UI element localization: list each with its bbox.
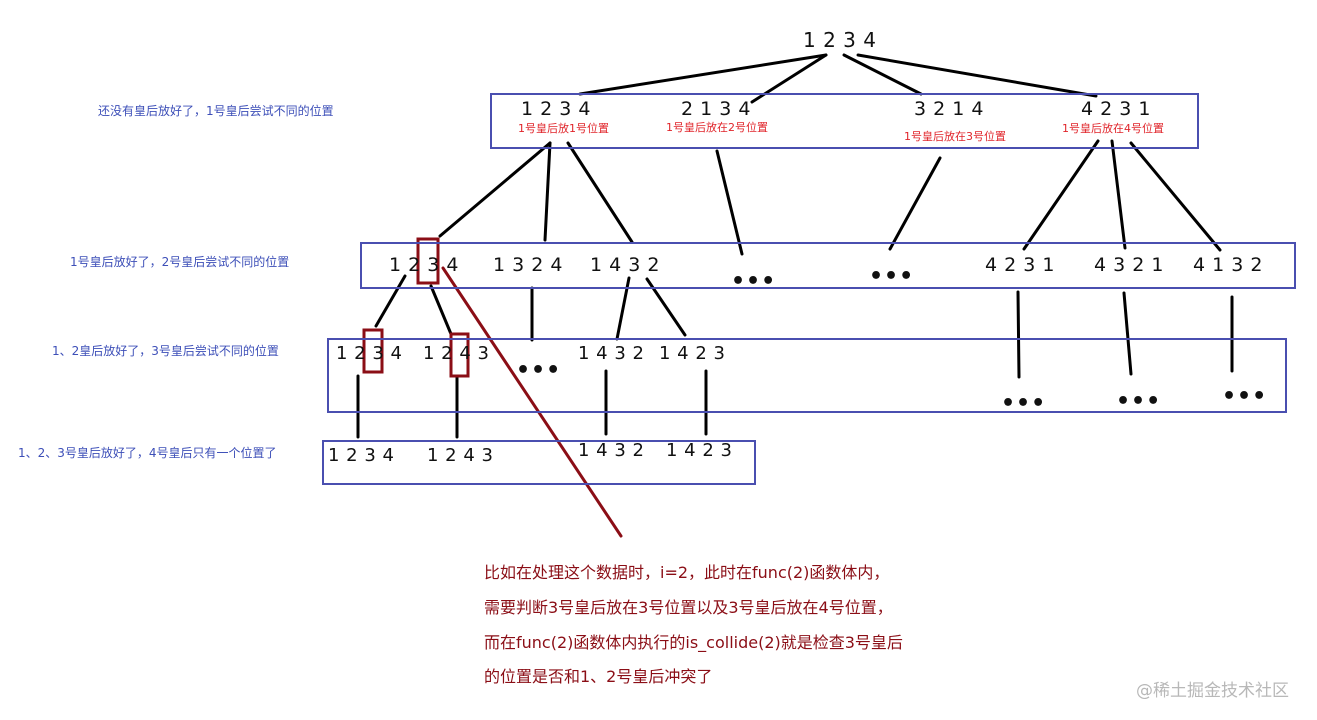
annotation-pointer-line <box>441 266 623 538</box>
highlight-box-level2-digit <box>416 237 440 285</box>
level1-note-3: 1号皇后放在3号位置 <box>904 130 1006 143</box>
edge-root-l1-3 <box>842 53 923 96</box>
level3-ellipsis-4: ••• <box>1222 384 1268 409</box>
level1-box <box>490 93 1199 149</box>
edge-l1d-l2e <box>1110 139 1127 250</box>
edge-l1d-l2d <box>1022 139 1100 251</box>
level3-node-1: 1 2 3 4 <box>336 343 403 364</box>
level4-box <box>322 440 756 485</box>
row-label-level2: 1号皇后放好了，2号皇后尝试不同的位置 <box>70 255 290 269</box>
level3-node-2: 1 2 4 3 <box>423 343 490 364</box>
annotation-line-2: 需要判断3号皇后放在3号位置以及3号皇后放在4号位置， <box>484 598 893 617</box>
level3-node-4: 1 4 2 3 <box>659 343 726 364</box>
row-label-level4: 1、2、3号皇后放好了，4号皇后只有一个位置了 <box>18 446 277 460</box>
level2-box <box>360 242 1296 289</box>
level2-ellipsis-1: ••• <box>731 269 777 294</box>
level2-ellipsis-2: ••• <box>869 264 915 289</box>
edge-root-l1-1 <box>578 53 828 96</box>
level2-node-4: 4 2 3 1 <box>985 254 1055 276</box>
edge-l1d-l2f <box>1129 141 1222 252</box>
level4-node-4: 1 4 2 3 <box>666 440 733 461</box>
level2-node-3: 1 4 3 2 <box>590 254 660 276</box>
annotation-line-4: 的位置是否和1、2号皇后冲突了 <box>484 667 713 686</box>
row-label-level3: 1、2皇后放好了，3号皇后尝试不同的位置 <box>52 344 279 358</box>
level4-node-3: 1 4 3 2 <box>578 440 645 461</box>
level1-node-3: 3 2 1 4 <box>914 98 984 120</box>
level3-box <box>327 338 1287 413</box>
level2-node-6: 4 1 3 2 <box>1193 254 1263 276</box>
level3-ellipsis-2: ••• <box>1001 391 1047 416</box>
level4-node-2: 1 2 4 3 <box>427 445 494 466</box>
level2-node-1: 1 2 3 4 <box>389 254 459 276</box>
level2-node-5: 4 3 2 1 <box>1094 254 1164 276</box>
root-permutation: 1 2 3 4 <box>803 28 877 52</box>
edge-l1c-dots <box>888 156 942 251</box>
level1-note-2: 1号皇后放在2号位置 <box>666 121 768 134</box>
level1-note-1: 1号皇后放1号位置 <box>518 122 609 135</box>
edge-l1a-l2c <box>566 141 634 244</box>
highlight-box-level3-digit-a <box>362 328 384 374</box>
annotation-line-1: 比如在处理这个数据时，i=2，此时在func(2)函数体内， <box>484 563 890 582</box>
annotation-line-3: 而在func(2)函数体内执行的is_collide(2)就是检查3号皇后 <box>484 633 903 652</box>
edge-l1a-l2b <box>543 141 552 242</box>
level2-node-2: 1 3 2 4 <box>493 254 563 276</box>
level1-note-4: 1号皇后放在4号位置 <box>1062 122 1164 135</box>
level3-ellipsis-1: ••• <box>516 358 562 383</box>
edge-l2a-l3a <box>374 274 407 328</box>
level3-node-3: 1 4 3 2 <box>578 343 645 364</box>
watermark: @稀土掘金技术社区 <box>1136 681 1289 701</box>
edge-root-l1-4 <box>856 53 1098 98</box>
edge-l1a-l2a <box>438 141 552 238</box>
level4-node-1: 1 2 3 4 <box>328 445 395 466</box>
edge-l2a-l3b <box>429 284 453 336</box>
level1-node-1: 1 2 3 4 <box>521 98 591 120</box>
edge-l1b-dots <box>715 149 744 256</box>
level1-node-4: 4 2 3 1 <box>1081 98 1151 120</box>
edge-l2d-dots <box>1016 290 1021 379</box>
highlight-box-level3-digit-b <box>449 332 470 378</box>
level1-node-2: 2 1 3 4 <box>681 98 751 120</box>
level3-ellipsis-3: ••• <box>1116 389 1162 414</box>
edge-l2e-dots <box>1122 291 1133 376</box>
row-label-level1: 还没有皇后放好了，1号皇后尝试不同的位置 <box>98 104 334 118</box>
